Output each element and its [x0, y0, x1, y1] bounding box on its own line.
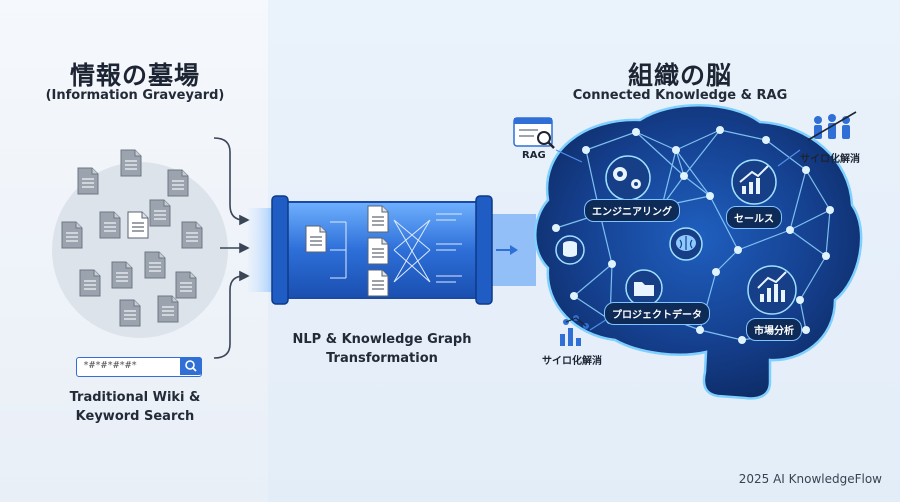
left-caption-line1: Traditional Wiki & [69, 390, 201, 405]
search-icon [185, 360, 197, 372]
network-edge [719, 129, 767, 141]
network-node [802, 326, 810, 334]
network-edge [805, 169, 831, 211]
node-label-market-analysis: 市場分析 [746, 318, 802, 341]
search-input[interactable]: *#*#*#*#* [76, 357, 202, 377]
document-icon [99, 211, 121, 239]
left-subtitle: (Information Graveyard) [45, 88, 225, 103]
network-edge [573, 263, 613, 297]
gear-icon [613, 167, 641, 189]
left-caption: Traditional Wiki & Keyword Search [40, 388, 230, 426]
document-icon [367, 205, 389, 233]
network-node [552, 224, 560, 232]
network-edge [675, 149, 685, 177]
document-icon [367, 269, 389, 297]
search-icon [537, 131, 551, 145]
network-edge [715, 249, 739, 273]
right-title: 組織の脳 [627, 61, 732, 90]
network-edge [675, 149, 711, 197]
network-edge [765, 139, 807, 171]
network-node [680, 172, 688, 180]
node-label-engineering: エンジニアリング [584, 199, 680, 222]
network-edge [675, 129, 721, 151]
network-node [716, 126, 724, 134]
transformation-tube [271, 195, 518, 305]
database-icon [563, 241, 577, 257]
right-subtitle: Connected Knowledge & RAG [572, 88, 788, 103]
chart-icon [757, 271, 787, 302]
document-icon [61, 221, 83, 249]
network-node [696, 326, 704, 334]
label-silo-bottom: サイロ化解消 [542, 356, 602, 367]
network-edge [825, 209, 831, 257]
middle-caption-line2: Transformation [326, 351, 438, 366]
network-node [802, 166, 810, 174]
network-node [712, 268, 720, 276]
node-label-sales: セールス [726, 206, 782, 229]
network-edge [789, 229, 827, 257]
network-edge [585, 131, 637, 151]
document-icon [120, 149, 142, 177]
left-title: 情報の墓場 [69, 61, 200, 90]
network-node [706, 192, 714, 200]
document-icon [111, 261, 133, 289]
people-icon [777, 111, 857, 167]
network-edge [737, 229, 791, 251]
network-node [734, 246, 742, 254]
network-edge [635, 131, 685, 177]
document-icon [181, 221, 203, 249]
left-caption-line2: Keyword Search [75, 409, 195, 424]
document-icon [367, 237, 389, 265]
document-icon [305, 225, 327, 253]
document-icon [77, 167, 99, 195]
feed-arrows [213, 137, 250, 359]
footer-brand: 2025 AI KnowledgeFlow [738, 472, 882, 486]
network-edge [683, 175, 711, 197]
chart-icon [739, 165, 769, 194]
network-node [762, 136, 770, 144]
network-node [672, 146, 680, 154]
highlighted-document-icon [127, 211, 149, 239]
label-rag: RAG [522, 150, 546, 161]
network-edge [789, 209, 831, 231]
network-node [796, 296, 804, 304]
label-silo-top: サイロ化解消 [800, 154, 860, 165]
network-edge [661, 149, 677, 207]
search-button[interactable] [180, 357, 202, 375]
document-icon [175, 271, 197, 299]
document-icon [157, 295, 179, 323]
network-node [822, 252, 830, 260]
network-edge [699, 329, 743, 341]
network-node [786, 226, 794, 234]
network-edge [709, 195, 739, 251]
document-icon [167, 169, 189, 197]
middle-caption: NLP & Knowledge Graph Transformation [282, 330, 482, 368]
network-node [608, 260, 616, 268]
network-edge [789, 169, 807, 231]
network-node [582, 146, 590, 154]
network-node [738, 336, 746, 344]
brain-icon [676, 235, 696, 251]
network-edge [599, 213, 613, 265]
document-icon [144, 251, 166, 279]
network-edge [683, 129, 721, 177]
network-node [826, 206, 834, 214]
document-icon [79, 269, 101, 297]
document-icon [149, 199, 171, 227]
network-node [632, 128, 640, 136]
network-edge [799, 299, 807, 331]
rag-window-icon [513, 117, 583, 163]
folder-icon [634, 282, 654, 296]
node-label-project-data: プロジェクトデータ [604, 302, 710, 325]
middle-caption-line1: NLP & Knowledge Graph [292, 332, 472, 347]
network-node [570, 292, 578, 300]
document-icon [119, 299, 141, 327]
search-query: *#*#*#*#* [83, 360, 138, 371]
network-edge [799, 255, 827, 301]
network-edge [635, 131, 677, 151]
